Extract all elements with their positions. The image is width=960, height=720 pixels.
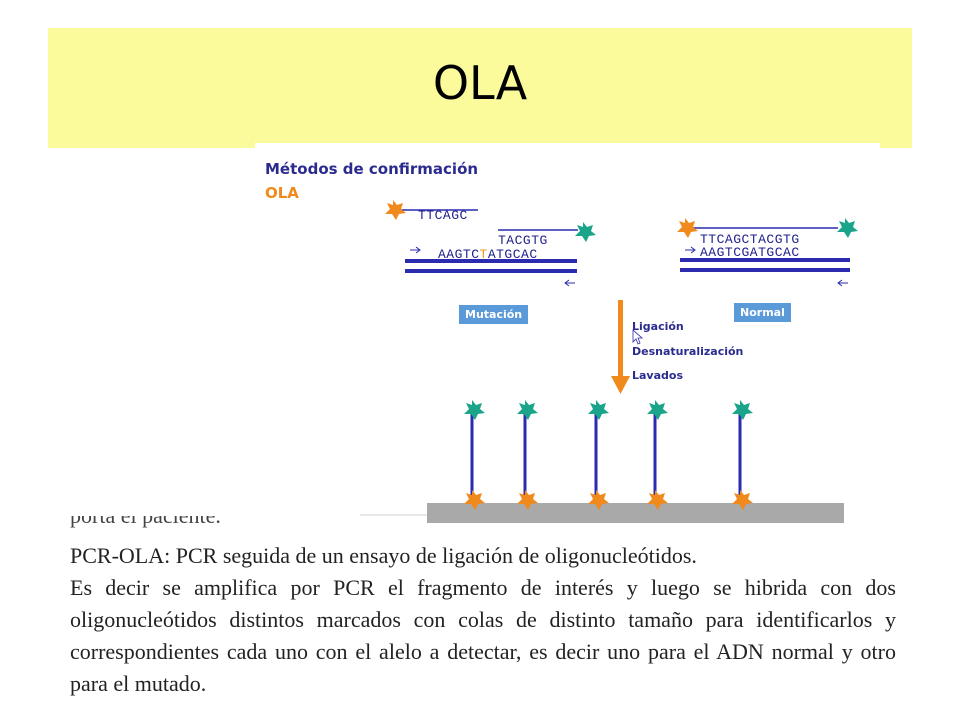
- template-suffix: ATGCAC: [487, 247, 538, 262]
- mutation-strand-top: [405, 259, 577, 263]
- figure-heading: Métodos de confirmación: [265, 160, 479, 178]
- slide-title: OLA: [432, 56, 528, 110]
- normal-label: Normal: [734, 303, 791, 322]
- mutation-arrow-left: [410, 246, 421, 254]
- ola-figure: [255, 143, 880, 523]
- paragraph-explanation: Es decir se amplifica por PCR el fragmen…: [70, 575, 896, 696]
- body-text: PCR-OLA: PCR seguida de un ensayo de lig…: [70, 540, 896, 700]
- process-arrow-shaft: [618, 300, 623, 378]
- step-washes: Lavados: [632, 369, 684, 382]
- cut-off-text-line: porta el paciente.: [70, 516, 370, 532]
- mutation-template: AAGTCTATGCAC: [438, 247, 538, 262]
- paragraph-pcr-ola: PCR-OLA: PCR seguida de un ensayo de lig…: [70, 543, 697, 568]
- normal-strand-bottom: [680, 268, 850, 272]
- step-ligation: Ligación: [632, 320, 684, 333]
- captured-oligo-1: [464, 400, 485, 510]
- figure-subheading: OLA: [265, 184, 299, 202]
- normal-probe-pair: TTCAGCTACGTG: [700, 232, 800, 247]
- teal-star-marker: [837, 218, 858, 238]
- teal-star-marker: [575, 222, 596, 242]
- normal-template: AAGTCGATGCAC: [700, 245, 800, 260]
- step-denaturation: Desnaturalización: [632, 345, 744, 358]
- orange-star-marker: [677, 218, 698, 238]
- normal-arrow-right: [837, 279, 848, 287]
- captured-oligo-3: [588, 400, 609, 510]
- captured-oligo-5: [732, 400, 753, 510]
- solid-support: [427, 503, 844, 523]
- orange-star-marker: [385, 200, 406, 220]
- mutation-arrow-right: [564, 279, 575, 287]
- template-prefix: AAGTC: [438, 247, 480, 262]
- mismatch-base: T: [479, 247, 488, 262]
- process-arrowhead: [611, 376, 630, 394]
- mutation-strand-bottom: [405, 269, 577, 273]
- normal-arrow-left: [685, 246, 696, 254]
- title-banner: [48, 28, 912, 148]
- mutation-probe-2: TACGTG: [498, 233, 548, 248]
- captured-oligo-4: [647, 400, 668, 510]
- captured-oligo-2: [517, 400, 538, 510]
- normal-strand-top: [680, 258, 850, 262]
- mutation-label: Mutación: [459, 305, 529, 324]
- mutation-probe-1: TTCAGC: [418, 208, 468, 223]
- cursor-icon: [632, 329, 644, 345]
